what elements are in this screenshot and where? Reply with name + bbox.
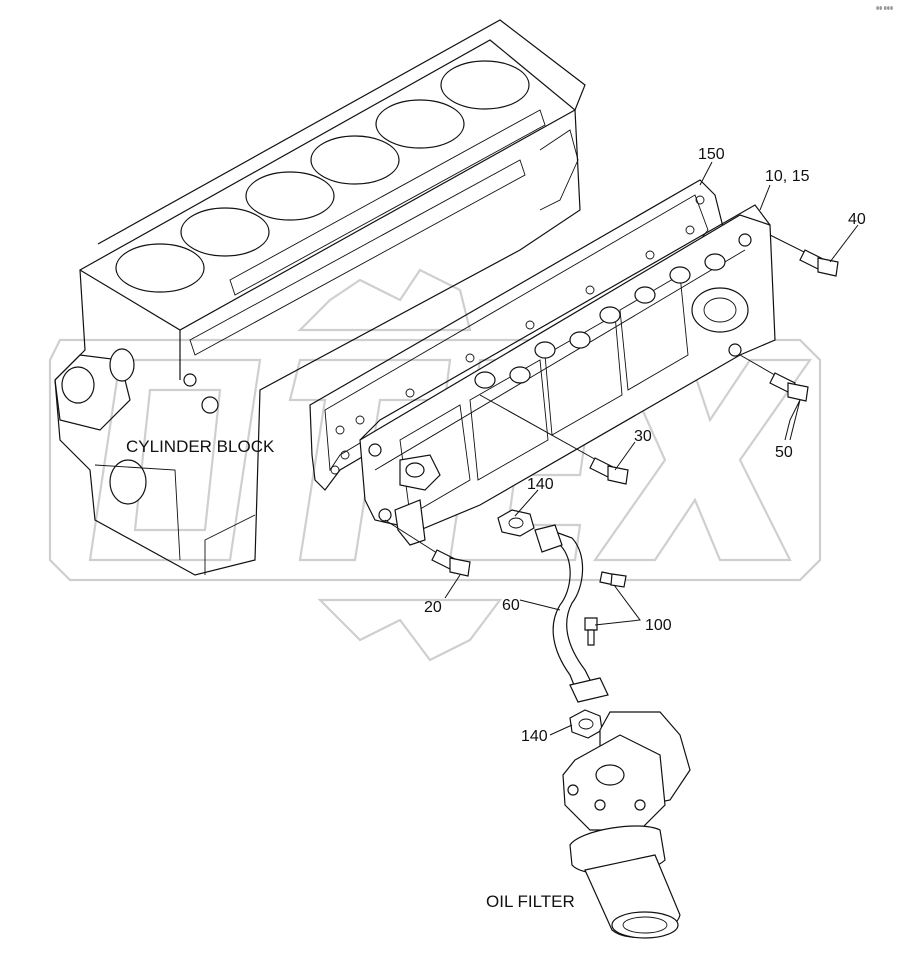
callout-40: 40 (848, 211, 866, 228)
bolt-30 (479, 394, 629, 485)
callout-10-15: 10, 15 (765, 168, 810, 185)
cylinder-bore-3 (245, 171, 335, 221)
bolt-50 (739, 354, 809, 402)
callout-140-bottom: 140 (521, 728, 548, 745)
gasket-140-upper (497, 509, 535, 537)
leader-lines (444, 161, 859, 736)
callout-140-top: 140 (527, 476, 554, 493)
cylinder-bore-4 (310, 135, 400, 185)
bolt-100-upper (599, 571, 627, 588)
corner-mark: ⬮⬮ ⬮⬮⬮ (876, 6, 893, 12)
callout-100: 100 (645, 617, 672, 634)
cylinder-bore-2 (180, 207, 270, 257)
oil-cooler-housing (359, 204, 776, 546)
cylinder-bore-6 (440, 60, 530, 110)
label-cylinder-block: CYLINDER BLOCK (126, 437, 275, 456)
oil-pipe-60 (534, 524, 609, 703)
callout-50: 50 (775, 444, 793, 461)
bolt-100-lower (584, 617, 598, 646)
label-oil-filter: OIL FILTER (486, 892, 575, 911)
bolt-40 (769, 234, 839, 277)
cylinder-bore-5 (375, 99, 465, 149)
gasket-140-lower (569, 709, 603, 739)
oil-filter-assembly (562, 711, 691, 939)
cylinder-block (54, 19, 586, 576)
callout-20: 20 (424, 599, 442, 616)
callout-30: 30 (634, 428, 652, 445)
cylinder-bore-1 (115, 243, 205, 293)
callout-150: 150 (698, 146, 725, 163)
callout-60: 60 (502, 597, 520, 614)
bolt-20 (384, 519, 471, 577)
